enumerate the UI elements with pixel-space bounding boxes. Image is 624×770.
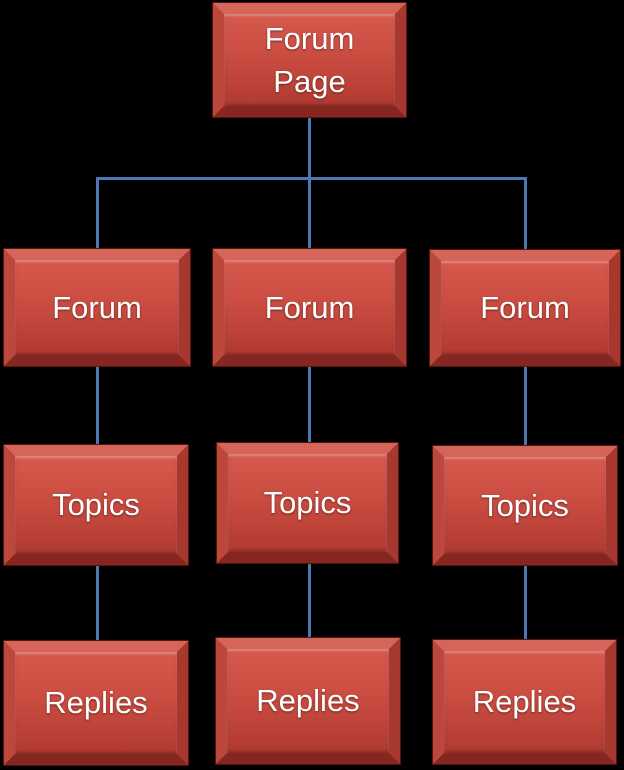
connector-mid-topics-replies [308,563,311,639]
node-label: Replies [472,684,577,720]
connector-left-forum-topics [96,366,99,446]
connector-bus [96,177,527,180]
connector-left-topics-replies [96,565,99,642]
node-label: Topics [263,485,352,521]
node-topics-middle: Topics [217,443,398,563]
node-label: Replies [256,683,360,719]
node-label: Topics [481,487,569,523]
node-forum-right: Forum [430,250,620,366]
connector-mid-forum-topics [308,366,311,444]
connector-root-stem [308,117,311,252]
node-replies-middle: Replies [216,638,400,764]
node-label: Topics [52,487,140,523]
node-replies-left: Replies [4,641,188,765]
node-replies-right: Replies [433,640,616,764]
node-forum-page: Forum Page [213,3,406,117]
node-label: Replies [44,685,148,721]
connector-right-topics-replies [524,564,527,641]
node-topics-right: Topics [433,446,617,565]
node-label: Forum [480,290,570,326]
connector-right-forum-topics [524,366,527,447]
node-label: Forum [52,289,142,325]
node-label: Forum [264,289,355,325]
node-forum-left: Forum [4,249,190,366]
connector-drop-left [96,177,99,250]
node-forum-middle: Forum [213,249,406,366]
connector-drop-right [524,177,527,250]
node-topics-left: Topics [4,445,188,565]
node-label: Forum Page [264,20,355,99]
